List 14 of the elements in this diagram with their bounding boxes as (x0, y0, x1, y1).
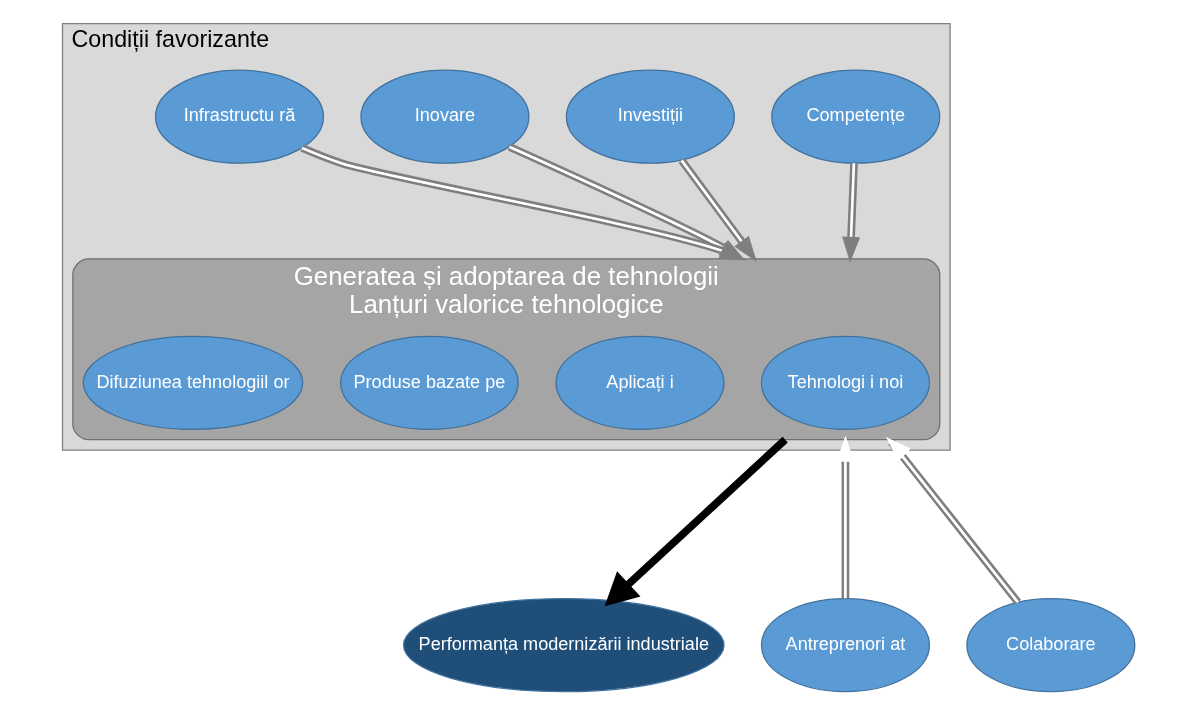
node-ellipse: Produse bazate pe (339, 335, 519, 430)
node-ellipse: Antreprenori at (760, 597, 930, 693)
node-ellipse: Difuziunea tehnologiil or (82, 335, 303, 430)
node-ellipse: Tehnologi i noi (760, 335, 930, 430)
arrow (841, 163, 860, 263)
node-ellipse: Investiții (565, 69, 735, 164)
node-ellipse: Colaborare (965, 597, 1135, 693)
node-ellipse: Competențe (770, 69, 940, 164)
node-ellipse: Infrastructu ră (154, 69, 324, 164)
node-ellipse: Aplicați i (554, 335, 725, 430)
arrow (885, 437, 1021, 605)
node-ellipse: Performanța modernizării industriale (402, 597, 725, 693)
arrow (604, 436, 788, 607)
node-ellipse: Inovare (359, 69, 530, 164)
